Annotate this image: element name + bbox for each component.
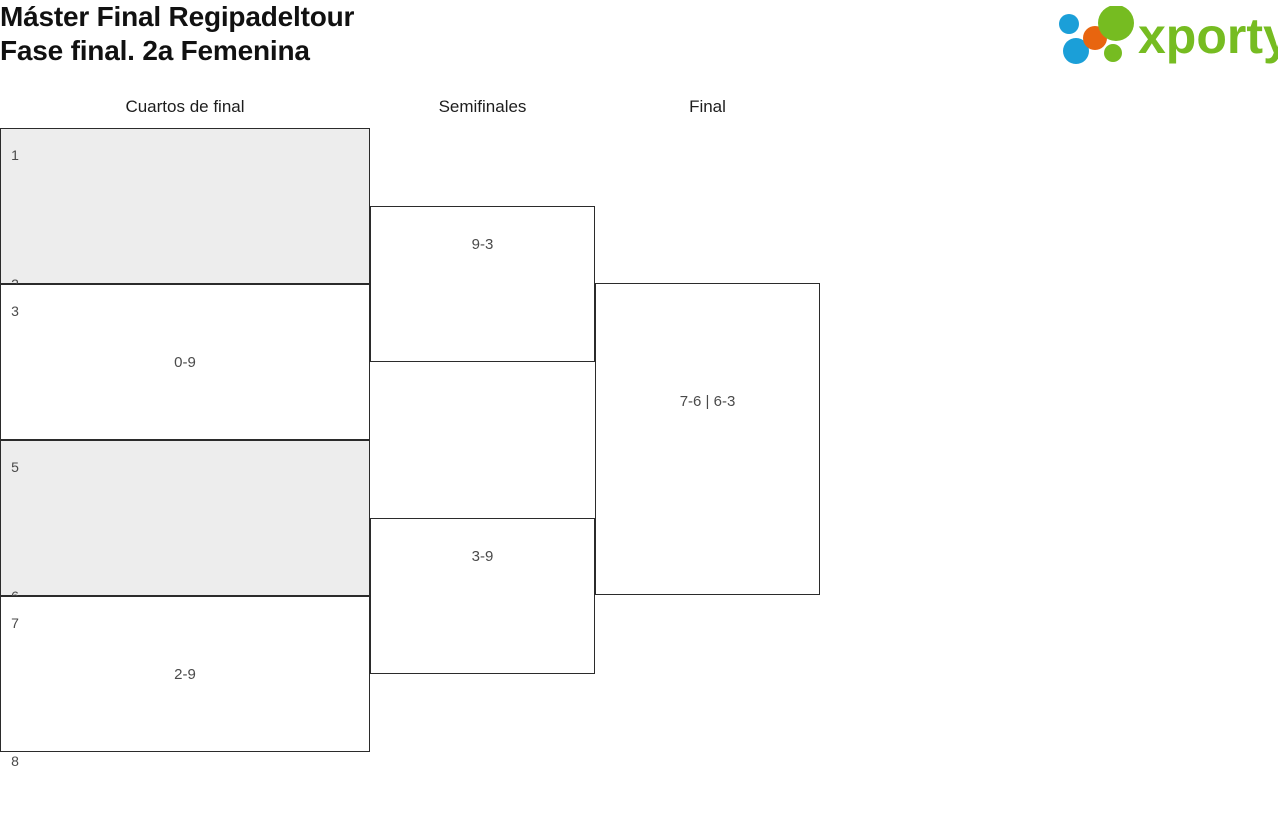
seed-number: 7 xyxy=(11,615,19,631)
round-header-final: Final xyxy=(689,97,726,116)
match-score: 0-9 xyxy=(174,354,196,371)
round-header-semifinals: Semifinales xyxy=(438,97,527,116)
page-header: Máster Final Regipadeltour Fase final. 2… xyxy=(0,0,1280,88)
seed-number: 8 xyxy=(11,753,19,769)
tournament-title-line-2: Fase final. 2a Femenina xyxy=(0,35,310,66)
match-score: 3-9 xyxy=(471,548,494,565)
seed-number: 1 xyxy=(11,147,19,163)
round-header-quarterfinals: Cuartos de final xyxy=(125,97,245,116)
match-final[interactable]: Andrea González L. Cristina Fernandez C.… xyxy=(595,283,820,595)
match-score: 9-3 xyxy=(471,236,494,253)
match-qf-1[interactable]: 1 Andrea González Lledo Cristina Fernand… xyxy=(0,128,370,292)
match-qf-2[interactable]: 3 Alina Nadtochii Karla Martínez Barroso… xyxy=(0,284,370,457)
xporty-logo[interactable]: xporty xyxy=(1050,6,1278,68)
match-score: 2-9 xyxy=(174,666,196,683)
seed-number: 5 xyxy=(11,459,19,475)
logo-dots xyxy=(1059,6,1134,64)
match-qf-4[interactable]: 7 Andrea Mateos Nàdia Umbert 8 Laura Eug… xyxy=(0,596,370,769)
tournament-title-block: Máster Final Regipadeltour Fase final. 2… xyxy=(0,0,800,68)
match-sf-2[interactable]: Nicka R. Mireia M. Laura Eugenia R. Judi… xyxy=(370,518,595,674)
tournament-title-line-1: Máster Final Regipadeltour xyxy=(0,1,355,32)
match-sf-1[interactable]: Andrea González L. Cristina Fernandez C.… xyxy=(370,206,595,362)
match-qf-3[interactable]: 5 Nicka Rodríguez Mireia Martin 6 BYE xyxy=(0,440,370,604)
seed-number: 3 xyxy=(11,303,19,319)
logo-wordmark: xporty xyxy=(1138,8,1278,64)
match-score: 7-6 | 6-3 xyxy=(679,393,736,410)
